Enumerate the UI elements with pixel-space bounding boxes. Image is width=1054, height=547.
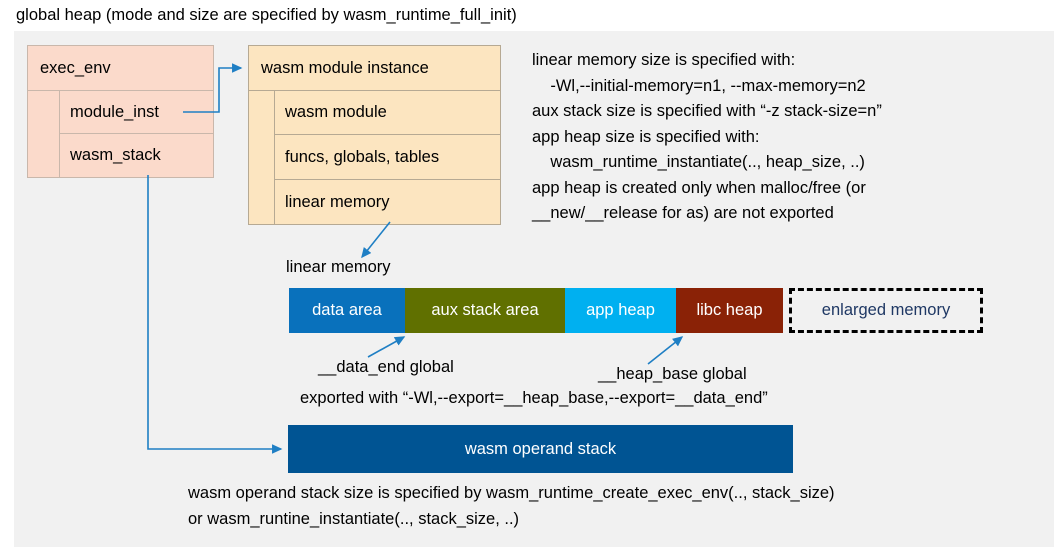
annotation-data-end: __data_end global — [318, 358, 454, 376]
module-instance-field-linear-memory: linear memory — [285, 192, 390, 211]
memory-segment-app-heap: app heap — [565, 288, 676, 333]
exec-env-body: module_inst wasm_stack — [28, 91, 213, 177]
exec-env-fields: module_inst wasm_stack — [60, 91, 213, 177]
annotation-heap-base: __heap_base global — [598, 365, 747, 383]
wasm-module-instance-box: wasm module instance wasm module funcs, … — [248, 45, 501, 225]
memory-segment-data-area: data area — [289, 288, 405, 333]
module-instance-header: wasm module instance — [249, 46, 500, 91]
module-instance-field-funcs-globals-tables: funcs, globals, tables — [275, 135, 500, 180]
exec-env-field-wasm-stack: wasm_stack — [70, 146, 161, 164]
memory-segment-aux-stack-area: aux stack area — [405, 288, 565, 333]
page-title: global heap (mode and size are specified… — [16, 6, 517, 24]
exec-env-header: exec_env — [28, 46, 213, 91]
memory-config-note: linear memory size is specified with: -W… — [532, 51, 882, 222]
module-instance-body: wasm module funcs, globals, tables linea… — [249, 91, 500, 224]
module-instance-fields: wasm module funcs, globals, tables linea… — [275, 91, 500, 224]
memory-segment-enlarged-memory: enlarged memory — [789, 288, 983, 333]
exec-env-box: exec_env module_inst wasm_stack — [27, 45, 214, 178]
annotation-exported-with: exported with “-Wl,--export=__heap_base,… — [300, 389, 768, 407]
exec-env-field-module-inst: module_inst — [60, 91, 213, 134]
exec-env-gutter — [28, 91, 60, 177]
linear-memory-label: linear memory — [286, 258, 391, 276]
operand-stack-note: wasm operand stack size is specified by … — [188, 484, 835, 528]
wasm-operand-stack-box: wasm operand stack — [288, 425, 793, 473]
memory-segment-libc-heap: libc heap — [676, 288, 783, 333]
module-instance-gutter — [249, 91, 275, 224]
module-instance-field-wasm-module: wasm module — [275, 91, 500, 135]
